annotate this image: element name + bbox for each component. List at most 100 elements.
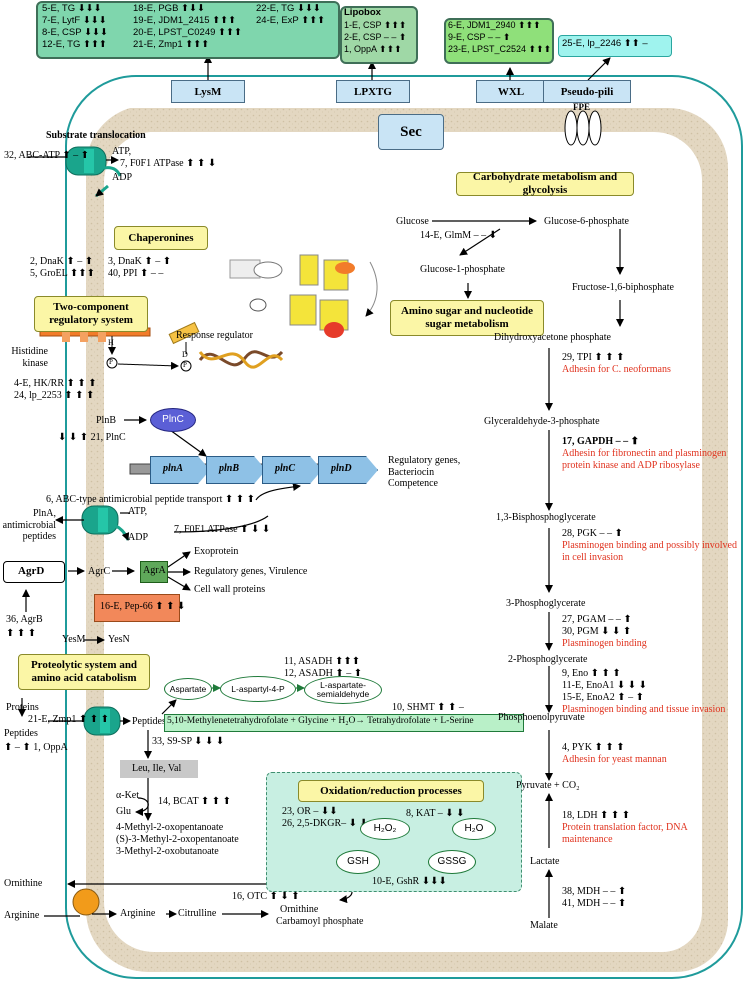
agrb-arrows: ⬆ ⬆ ⬆ <box>6 628 37 639</box>
chaperone-illustration <box>216 252 384 348</box>
dnak-2-label: 2, DnaK ⬆ – ⬆ <box>30 256 94 267</box>
pgm-note: Plasminogen binding <box>562 638 647 649</box>
aket-label: α-Ket <box>116 790 140 801</box>
groel-label: 5, GroEL ⬆⬆⬆ <box>30 268 96 279</box>
gshr-label: 10-E, GshR ⬇⬇⬇ <box>372 876 447 887</box>
adp-label: ADP <box>112 172 133 183</box>
redox-title: Oxidation/reduction processes <box>298 780 484 802</box>
proteolytic-title: Proteolytic system and amino acid catabo… <box>18 654 150 690</box>
lysm-item: 21-E, Zmp1 ⬆⬆⬆ <box>133 39 210 50</box>
agra-label: AgrA <box>143 565 166 576</box>
lysm-item: 22-E, TG ⬇⬇⬇ <box>256 3 321 14</box>
pep-node: Phosphoenolpyruvate <box>498 712 585 723</box>
lipobox-item: 2-E, CSP – – ⬆ <box>344 32 407 42</box>
plnb-gene <box>206 456 266 484</box>
folate-reaction-box <box>164 714 524 732</box>
f0f1-label: 7, F0F1 ATPase ⬆ ⬆ ⬇ <box>120 158 217 169</box>
wxl-item: 23-E, LPST_C2524 ⬆⬆⬆ <box>448 44 552 54</box>
agrd-box <box>3 561 65 583</box>
atp-label: ATP, <box>112 146 132 157</box>
fpe-label: FPE <box>573 102 590 112</box>
lysm-item: 5-E, TG ⬇⬇⬇ <box>42 3 102 14</box>
lysm-item: 12-E, TG ⬆⬆⬆ <box>42 39 107 50</box>
wxl-label: WXL <box>476 80 546 103</box>
pgk-note: Plasminogen binding and possibly involve… <box>562 540 737 563</box>
lysm-protein-box <box>36 1 340 59</box>
pep66-box <box>94 594 180 622</box>
abc-atp-label: 32, ABC-ATP ⬆ – ⬆ <box>4 150 90 161</box>
lactate-node: Lactate <box>530 856 560 867</box>
enoa1-label: 11-E, EnoA1 ⬇ ⬇ ⬇ <box>562 680 648 691</box>
pseudo-pili-label: Pseudo-pili <box>543 80 631 103</box>
bcaa-box <box>120 760 198 778</box>
g1p-node: Glucose-1-phosphate <box>420 264 505 275</box>
pep66-label: 16-E, Pep-66 ⬆ ⬆ ⬇ <box>100 601 186 612</box>
product-2: (S)-3-Methyl-2-oxopentanoate <box>116 834 239 845</box>
adp-label-2: ADP <box>128 532 149 543</box>
h2o-node: H₂O <box>452 818 496 840</box>
f16bp-node: Fructose-1,6-biphosphate <box>572 282 674 293</box>
wxl-protein-box <box>444 18 554 64</box>
tpi-label: 29, TPI ⬆ ⬆ ⬆ <box>562 352 625 363</box>
lipobox-box <box>340 6 418 64</box>
glucose-node: Glucose <box>396 216 429 227</box>
ldh-note: Protein translation factor, DNA maintena… <box>562 822 688 845</box>
lysm-label: LysM <box>171 80 245 103</box>
lp2253-label: 24, lp_2253 ⬆ ⬆ ⬆ <box>14 390 95 401</box>
asadh-12-label: 12, ASADH ⬆ – ⬆ <box>284 668 363 679</box>
dnak-3-label: 3, DnaK ⬆ – ⬆ <box>108 256 172 267</box>
product-3: 3-Methyl-2-oxobutanoate <box>116 846 219 857</box>
lysm-item: 18-E, PGB ⬆⬇⬇ <box>133 3 205 14</box>
zmp1-label: 21-E, Zmp1 ⬆ ⬆ ⬆ <box>28 714 109 725</box>
exoprotein-label: Exoprotein <box>194 546 239 557</box>
lpxtg-label: LPXTG <box>336 80 410 103</box>
atp-label-2: ATP, <box>128 506 148 517</box>
mdh-41-label: 41, MDH – – ⬆ <box>562 898 627 909</box>
pgam-label: 27, PGAM – – ⬆ <box>562 614 632 625</box>
chaperonines-title: Chaperonines <box>114 226 208 250</box>
oppa-label: ⬆ – ⬆ 1, OppA <box>4 742 68 753</box>
glycolysis-title: Carbohydrate metabolism and glycolysis <box>456 171 634 196</box>
pgm-label: 30, PGM ⬇ ⬇ ⬆ <box>562 626 632 637</box>
kat-label: 8, KAT – ⬇ ⬇ <box>406 808 465 819</box>
bpg-node: 1,3-Bisphosphoglycerate <box>496 512 596 523</box>
agrb-label: 36, AgrB <box>6 614 43 625</box>
gapdh-note: Adhesin for fibronectin and plasminogen … <box>562 448 727 471</box>
wxl-item: 9-E, CSP – – ⬆ <box>448 32 511 42</box>
pgk-label: 28, PGK – – ⬆ <box>562 528 623 539</box>
pyk-note: Adhesin for yeast mannan <box>562 754 667 765</box>
h-label: H <box>108 338 114 347</box>
lysm-item: 20-E, LPST_C0249 ⬆⬆⬆ <box>133 27 242 38</box>
yesm-label: YesM <box>62 634 86 645</box>
hkrr-label: 4-E, HK/RR ⬆ ⬆ ⬆ <box>14 378 97 389</box>
g6p-node: Glucose-6-phosphate <box>544 216 629 227</box>
carbamoyl-label: Carbamoyl phosphate <box>276 916 364 927</box>
plna-peptides-label: PlnA, antimicrobial peptides <box>2 508 56 542</box>
eno-label: 9, Eno ⬆ ⬆ ⬆ <box>562 668 621 679</box>
regulatory-virulence-label: Regulatory genes, Virulence <box>194 566 308 577</box>
lysm-item: 24-E, ExP ⬆⬆⬆ <box>256 15 326 26</box>
gsh-node: GSH <box>336 850 380 874</box>
pyk-label: 4, PYK ⬆ ⬆ ⬆ <box>562 742 625 753</box>
two-component-title: Two-component regulatory system <box>34 296 148 332</box>
agrd-label: AgrD <box>18 565 45 577</box>
enoa2-label: 15-E, EnoA2 ⬆ – ⬆ <box>562 692 645 703</box>
lipobox-title: Lipobox <box>344 7 381 18</box>
proteins-label: Proteins <box>6 702 39 713</box>
tpi-note: Adhesin for C. neoformans <box>562 364 671 375</box>
pili-item: 25-E, lp_2246 ⬆⬆ – <box>562 38 648 49</box>
gene-label: plnC <box>275 463 296 474</box>
pyruvate-node: Pyruvate + CO₂ <box>516 780 580 791</box>
lysm-item: 8-E, CSP ⬇⬇⬇ <box>42 27 108 38</box>
citrulline-label: Citrulline <box>178 908 217 919</box>
plnb-label: PlnB <box>96 415 117 426</box>
f0f1-label-2: 7, F0F1 ATPase ⬆ ⬇ ⬇ <box>174 524 271 535</box>
aminosugar-title: Amino sugar and nucleotide sugar metabol… <box>390 300 544 336</box>
plnc-oval: PlnC <box>150 408 196 432</box>
bcat-label: 14, BCAT ⬆ ⬆ ⬆ <box>158 796 232 807</box>
peptides-left-label: Peptides <box>4 728 38 739</box>
dkgr-label: 26, 2,5-DKGR– ⬇ ⬇ <box>282 818 368 829</box>
lysm-item: 7-E, LytF ⬇⬇⬇ <box>42 15 107 26</box>
glu-label: Glu <box>116 806 131 817</box>
